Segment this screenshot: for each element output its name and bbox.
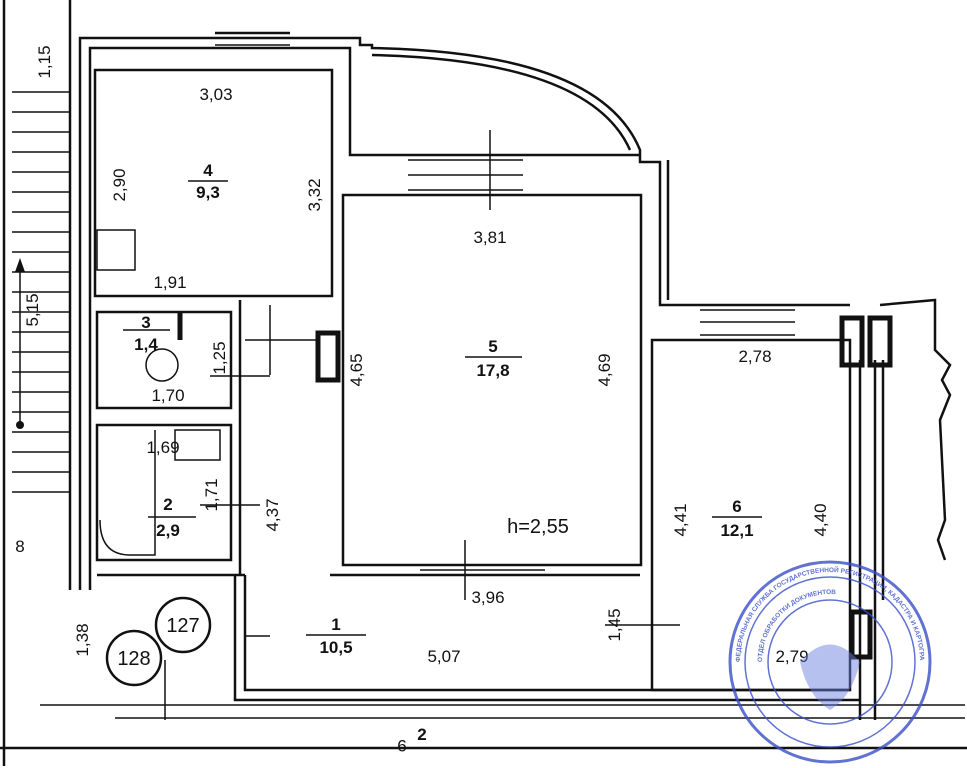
dim-5-07: 5,07 <box>427 647 460 666</box>
room-1-area: 10,5 <box>319 638 352 657</box>
room-2-number: 2 <box>163 495 172 514</box>
dim-2-78: 2,78 <box>738 347 771 366</box>
room-5-area: 17,8 <box>476 361 509 380</box>
dim-2-79: 2,79 <box>775 647 808 666</box>
marker-127: 127 <box>166 615 199 637</box>
room-2-outline <box>95 423 233 562</box>
room-4-number: 4 <box>203 161 213 180</box>
dim-4-41: 4,41 <box>671 503 690 536</box>
room-4-outline <box>93 68 334 298</box>
room-1-number: 1 <box>331 615 340 634</box>
room-3-outline <box>95 310 233 410</box>
room-2-area: 2,9 <box>156 521 180 540</box>
room-labels: 4 9,3 5 17,8 6 12,1 1 10,5 2 2,9 3 1,4 <box>134 161 762 657</box>
marker-128: 128 <box>117 648 150 670</box>
dim-1-91: 1,91 <box>153 273 186 292</box>
room-walls <box>93 68 893 720</box>
staircase <box>12 0 72 590</box>
room-4-area: 9,3 <box>196 183 220 202</box>
dim-1-38: 1,38 <box>73 623 92 656</box>
room-6-area: 12,1 <box>720 521 753 540</box>
side-label-bottom-a: 9 <box>397 736 406 755</box>
dim-4-69: 4,69 <box>595 353 614 386</box>
room-5-outline <box>341 193 643 567</box>
side-label-bottom-b: 2 <box>417 725 426 744</box>
room-3-number: 3 <box>141 313 150 332</box>
room-6-number: 6 <box>732 497 741 516</box>
dim-4-40: 4,40 <box>811 503 830 536</box>
room-6-outline <box>650 338 852 692</box>
dim-4-65: 4,65 <box>347 353 366 386</box>
dim-3-32: 3,32 <box>305 178 324 211</box>
dim-4-37: 4,37 <box>263 498 282 531</box>
dim-5-15: 5,15 <box>23 293 42 326</box>
room-5-number: 5 <box>488 337 497 356</box>
dim-3-96: 3,96 <box>471 588 504 607</box>
dim-1-15: 1,15 <box>35 45 54 78</box>
svg-text:ФЕДЕРАЛЬНАЯ СЛУЖБА ГОСУДАРСТВЕ: ФЕДЕРАЛЬНАЯ СЛУЖБА ГОСУДАРСТВЕННОЙ РЕГИС… <box>0 0 925 662</box>
dim-1-45: 1,45 <box>605 608 624 641</box>
side-label-left: 8 <box>15 537 24 556</box>
apartment-markers: 127 128 <box>105 596 212 687</box>
room-3-area: 1,4 <box>134 335 158 354</box>
dim-1-69: 1,69 <box>146 438 179 457</box>
outer-walls <box>40 31 965 720</box>
ceiling-height: h=2,55 <box>507 516 569 538</box>
dim-3-81: 3,81 <box>473 228 506 247</box>
dim-1-25: 1,25 <box>210 341 229 374</box>
dim-3-03: 3,03 <box>199 85 232 104</box>
stamp-outer-text: ФЕДЕРАЛЬНАЯ СЛУЖБА ГОСУДАРСТВЕННОЙ РЕГИС… <box>0 0 925 662</box>
dim-1-71: 1,71 <box>202 478 221 511</box>
dim-1-70: 1,70 <box>151 386 184 405</box>
dimension-labels: 1,15 3,03 2,90 3,32 1,91 5,15 3,81 1,25 … <box>15 45 830 755</box>
dim-2-90: 2,90 <box>110 168 129 201</box>
